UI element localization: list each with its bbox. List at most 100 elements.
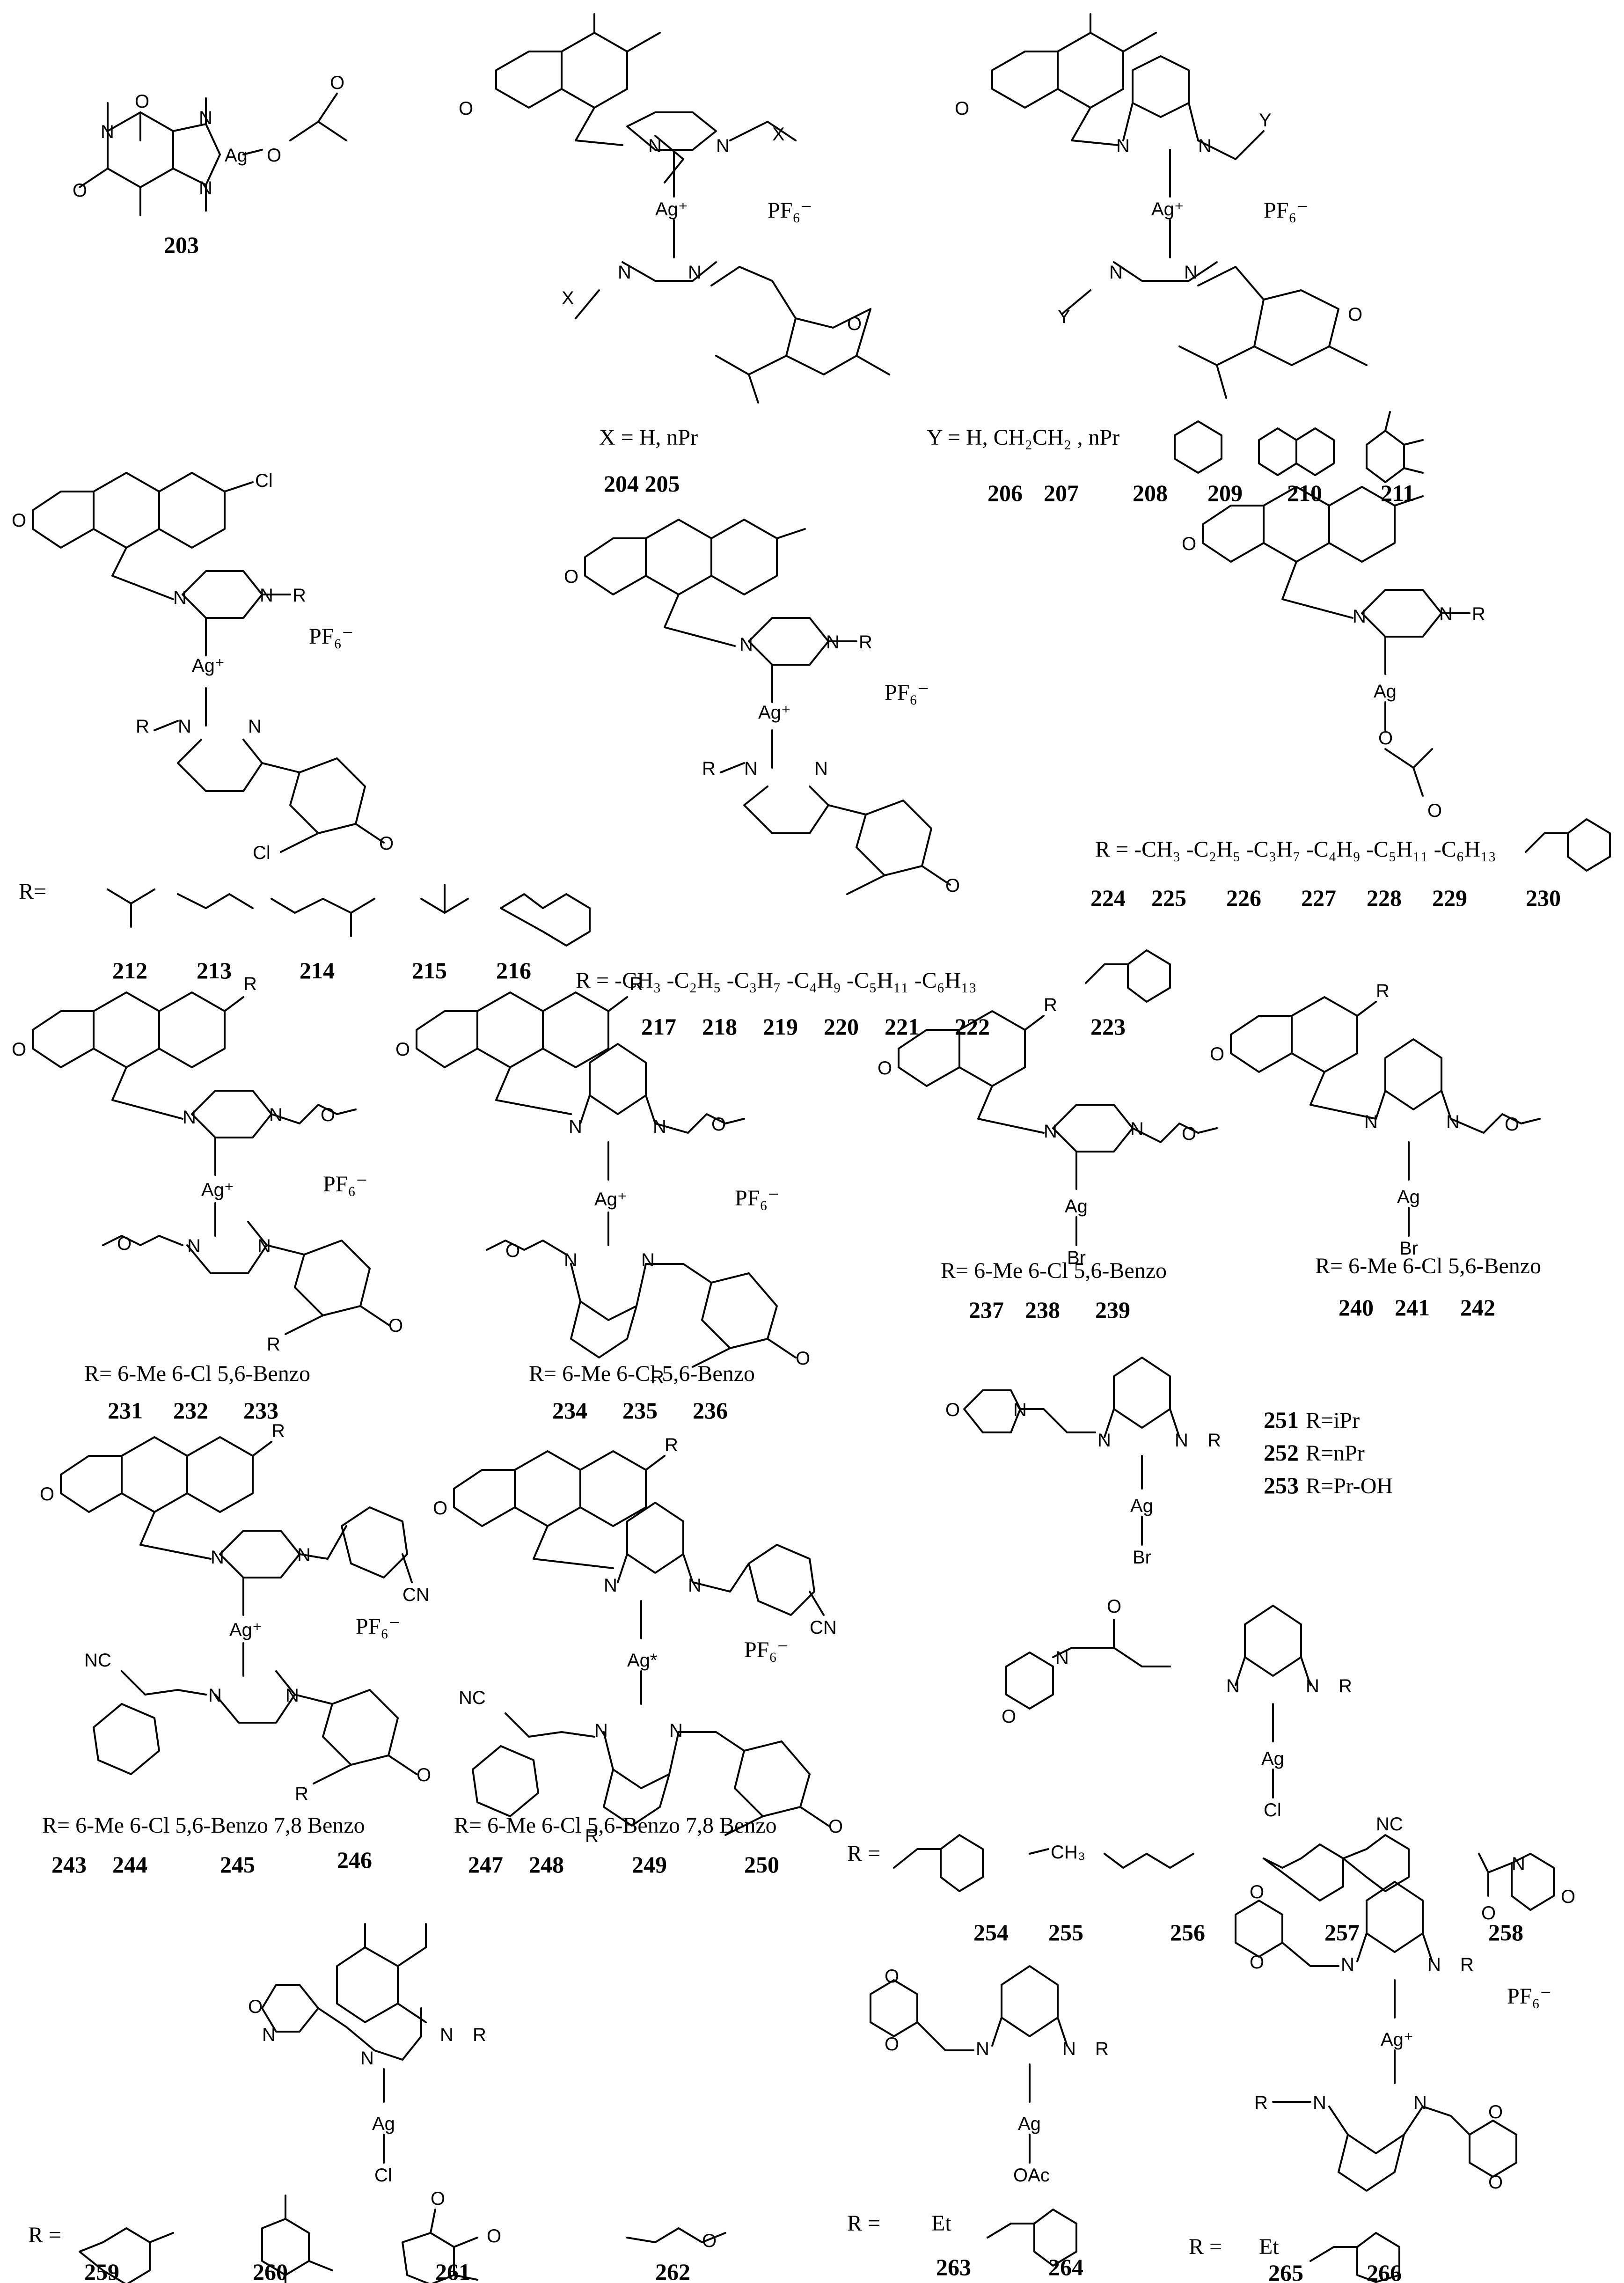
compound-number: 219 <box>763 1013 798 1040</box>
o-atom: O <box>1182 1123 1196 1144</box>
compound-number: 226 <box>1226 885 1261 911</box>
substituent-line: Et <box>931 2211 951 2236</box>
o-atom: O <box>12 510 26 531</box>
o-atom: O <box>395 1039 410 1060</box>
o-atom: O <box>73 180 87 201</box>
n-atom: N <box>360 2048 374 2069</box>
r-atom: R <box>295 1784 308 1804</box>
x-atom: X <box>562 288 574 308</box>
substituent-line: R= 6-Me 6-Cl 5,6-Benzo <box>1315 1254 1541 1278</box>
compound-number: 238 <box>1025 1297 1060 1323</box>
ag-plus-atom: Ag⁺ <box>758 702 791 723</box>
nc-group: NC <box>84 1650 111 1671</box>
o-atom: O <box>1561 1887 1575 1907</box>
r-atom: R <box>1207 1430 1221 1451</box>
n-atom: N <box>826 632 840 653</box>
n-atom: N <box>1175 1430 1188 1451</box>
ch3-group: CH₃ <box>1051 1842 1085 1863</box>
compound-number: 235 <box>622 1397 658 1424</box>
r-atom: R <box>629 974 643 994</box>
compound-number: 212 <box>112 957 147 984</box>
n-atom: N <box>285 1685 299 1706</box>
substituent-line: R = -CH₃ -C₂H₅ -C₃H₇ -C₄H₉ -C₅H₁₁ -C₆H₁₃ <box>1095 837 1496 862</box>
compound-number: 210 <box>1287 480 1322 506</box>
n-atom: N <box>1116 136 1130 156</box>
o-atom: O <box>955 98 969 119</box>
n-atom: N <box>183 1107 196 1128</box>
substituent-line: R= 6-Me 6-Cl 5,6-Benzo 7,8 Benzo <box>42 1813 365 1838</box>
substituent-line: R= 6-Me 6-Cl 5,6-Benzo <box>941 1258 1167 1283</box>
o-atom: O <box>1488 2102 1503 2122</box>
o-atom: O <box>1250 1952 1264 1973</box>
n-atom: N <box>260 585 273 606</box>
o-atom: O <box>564 566 578 587</box>
r-atom: R <box>1460 1954 1474 1975</box>
n-atom: N <box>1109 262 1123 283</box>
n-atom: N <box>618 262 631 283</box>
o-atom: O <box>945 875 960 896</box>
o-atom: O <box>330 73 344 93</box>
counterion: PF₆⁻ <box>885 680 929 705</box>
o-atom: O <box>417 1765 431 1785</box>
compound-number: 203 <box>164 232 199 258</box>
ag-atom: Ag <box>225 145 248 166</box>
compound-number: 228 <box>1367 885 1402 911</box>
o-atom: O <box>945 1400 960 1420</box>
compound-number: 229 <box>1432 885 1467 911</box>
n-atom: N <box>744 758 758 779</box>
compound-number: 215 <box>412 957 447 984</box>
o-atom: O <box>1210 1044 1224 1064</box>
n-atom: N <box>641 1250 655 1270</box>
compound-number: 254 <box>973 1919 1009 1945</box>
counterion: PF₆⁻ <box>768 198 812 223</box>
substituent-line: R= 6-Me 6-Cl 5,6-Benzo <box>529 1361 755 1386</box>
r-atom: R <box>267 1334 280 1355</box>
cl-atom: Cl <box>374 2165 392 2186</box>
cn-group: CN <box>402 1585 430 1605</box>
o-atom: O <box>248 1997 263 2017</box>
compound-number: 260 <box>253 2259 288 2283</box>
r-atom: R <box>859 632 872 653</box>
compound-number: 224 <box>1090 885 1126 911</box>
structure-237-239: R O N N O Ag Br R= 6-Me 6-Cl 5,6-Benzo 2… <box>878 995 1218 1323</box>
r-atom: R <box>1376 981 1390 1001</box>
o-atom: O <box>433 1498 447 1519</box>
counterion: PF₆⁻ <box>744 1637 789 1662</box>
ag-plus-atom: Ag⁺ <box>192 655 225 676</box>
o-atom: O <box>1107 1596 1121 1617</box>
n-atom: N <box>101 122 114 142</box>
compound-number: 223 <box>1090 1013 1126 1040</box>
o-atom: O <box>1378 728 1393 749</box>
ag-atom: Ag <box>1065 1196 1088 1217</box>
structure-203: N N N O O Ag O O 203 <box>73 73 347 258</box>
n-atom: N <box>178 716 191 737</box>
cl-atom: Cl <box>1264 1800 1281 1821</box>
compound-number: 239 <box>1095 1297 1130 1323</box>
n-atom: N <box>1313 2092 1326 2113</box>
cn-group: CN <box>810 1617 837 1638</box>
compound-number: 232 <box>173 1397 208 1424</box>
ag-atom: Ag <box>372 2114 395 2134</box>
compound-number: 252 <box>1264 1439 1299 1466</box>
r-atom: R <box>585 1826 599 1846</box>
o-atom: O <box>117 1233 132 1254</box>
n-atom: N <box>1439 604 1453 624</box>
structure-243-246: R O N N CN Ag⁺ PF₆⁻ NC N N R O R= 6-Me 6… <box>40 1421 431 1878</box>
compound-number: 257 <box>1324 1919 1360 1945</box>
n-atom: N <box>648 136 662 156</box>
n-atom: N <box>187 1236 201 1256</box>
compound-number: 220 <box>824 1013 859 1040</box>
compound-number: 233 <box>243 1397 278 1424</box>
ag-plus-atom: Ag⁺ <box>1151 199 1184 220</box>
n-atom: N <box>1062 2039 1076 2059</box>
n-atom: N <box>1013 1400 1027 1420</box>
ag-atom: Ag <box>1130 1496 1153 1516</box>
n-atom: N <box>688 1575 702 1596</box>
compound-number: 262 <box>655 2259 690 2283</box>
n-atom: N <box>604 1575 617 1596</box>
o-atom: O <box>796 1348 810 1369</box>
n-atom: N <box>173 587 187 608</box>
compound-number: 216 <box>496 957 531 984</box>
n-atom: N <box>199 108 212 128</box>
